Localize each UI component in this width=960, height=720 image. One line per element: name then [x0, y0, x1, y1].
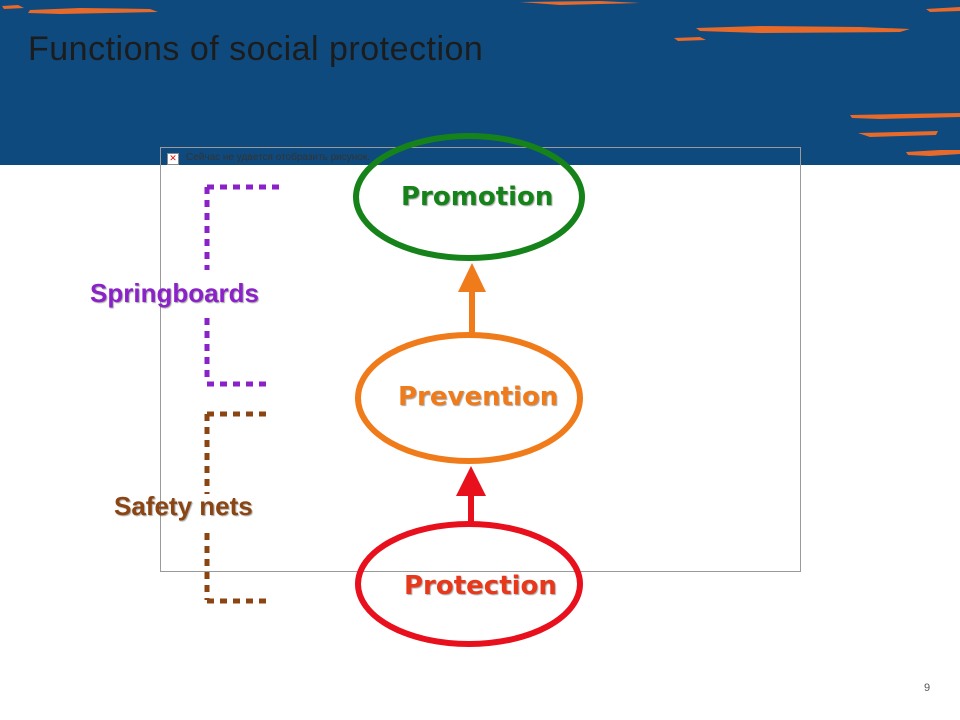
promotion-label: Promotion	[401, 182, 554, 212]
header-streak	[2, 5, 24, 9]
broken-image-alt-text: Сейчас не удается отобразить рисунок.	[186, 152, 370, 163]
prevention-label: Prevention	[398, 382, 559, 412]
header-streak	[906, 150, 960, 156]
springboards-bracket	[204, 184, 285, 387]
broken-image-frame	[160, 147, 801, 572]
arrow-prevention-to-promotion	[458, 263, 486, 333]
header-streak	[520, 1, 640, 5]
page-number: 9	[924, 682, 931, 694]
protection-label: Protection	[404, 571, 557, 601]
arrow-protection-to-prevention	[456, 466, 486, 522]
header-streak	[850, 113, 960, 119]
protection-node	[355, 521, 583, 647]
prevention-node	[355, 332, 583, 464]
springboards-label: Springboards	[90, 278, 260, 308]
header-streak	[696, 26, 910, 33]
promotion-node	[353, 133, 585, 261]
safety-nets-bracket	[204, 411, 272, 604]
header-streak	[858, 131, 938, 137]
safety-nets-label: Safety nets	[114, 491, 253, 521]
header-decoration	[2, 1, 960, 156]
header-streak	[674, 37, 706, 41]
header-streak	[926, 7, 960, 12]
slide-title: Functions of social protection	[28, 30, 484, 68]
broken-image-icon: ✕	[167, 153, 179, 165]
header-streak	[28, 8, 158, 14]
